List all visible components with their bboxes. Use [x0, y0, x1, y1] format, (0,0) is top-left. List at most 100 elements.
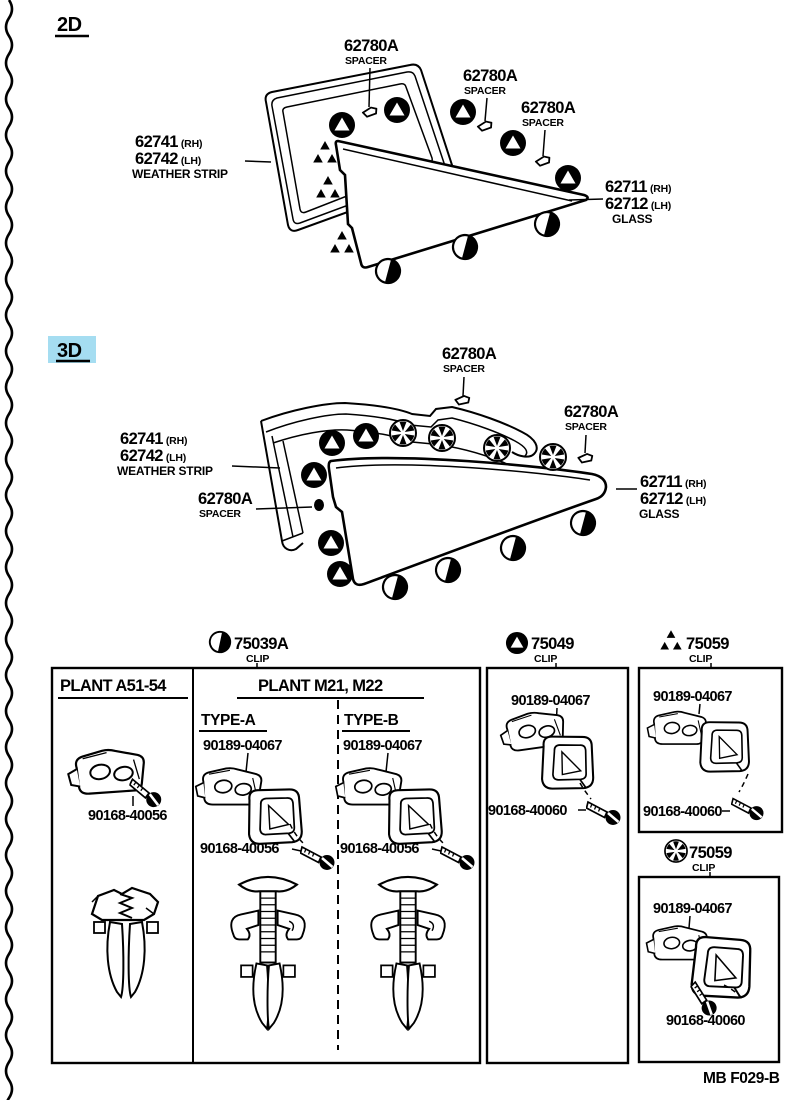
- part-number: 62712(LH): [605, 195, 671, 213]
- clip-part-art: [537, 731, 599, 794]
- part-number: 90168-40056: [200, 841, 279, 857]
- clip-75059-ast-marker: [664, 839, 688, 863]
- clip-75059-dots-marker: [660, 630, 682, 650]
- footer-code: MB F029-B: [703, 1070, 780, 1087]
- clip-part-art: [385, 785, 446, 848]
- spacer-part: [361, 105, 379, 119]
- part-number: 90168-40060: [643, 804, 722, 820]
- clip-75049-marker: [329, 112, 355, 138]
- part-number: 62742(LH): [135, 150, 201, 168]
- section-2d-heading: 2D: [57, 14, 82, 36]
- clip-part-art: [696, 717, 754, 777]
- part-number: 75059: [689, 844, 732, 862]
- clip-75049-marker: [319, 430, 345, 456]
- leader-line: [231, 465, 281, 469]
- clip-75049-marker: [327, 561, 353, 587]
- clip-75059a-box: [637, 666, 784, 834]
- part-name: SPACER: [565, 421, 607, 433]
- cell-75049: 90189-04067 90168-40060: [488, 693, 622, 827]
- dashed-leader: [738, 773, 749, 793]
- leader-line: [542, 129, 546, 157]
- part-name: SPACER: [345, 55, 387, 67]
- clip-75059-ast-marker: [539, 443, 567, 471]
- cell-75059-dots: 90189-04067 90168-40060: [643, 689, 765, 822]
- clip-75039a-marker: [432, 554, 464, 586]
- part-number: 62780A: [463, 67, 518, 85]
- part-name: WEATHER STRIP: [132, 167, 228, 181]
- part-number: 90189-04067: [343, 738, 422, 754]
- type-b-header: TYPE-B: [344, 712, 399, 729]
- leader-line: [568, 198, 604, 201]
- part-number: 62741(RH): [120, 430, 187, 448]
- glass-3d-drawing: [327, 456, 608, 587]
- dashed-leader: [723, 984, 743, 999]
- main-table-box: [50, 666, 482, 1065]
- screw-part-art: [125, 777, 166, 810]
- plant-m-header: PLANT M21, M22: [258, 677, 383, 695]
- clip-75049-marker: [555, 165, 581, 191]
- clip-75049-marker: [505, 631, 529, 655]
- part-number: 75049: [531, 635, 574, 653]
- clip-75059-dots-marker: [330, 231, 354, 253]
- part-number: 62711(RH): [640, 473, 706, 491]
- spacer-part: [454, 394, 471, 406]
- spacer-label-3d-top: 62780A SPACER: [442, 345, 497, 375]
- part-number: 90168-40056: [340, 841, 419, 857]
- part-name: SPACER: [464, 85, 506, 97]
- part-name: SPACER: [199, 508, 241, 520]
- leader-line: [255, 506, 313, 510]
- leader-line: [291, 848, 302, 852]
- part-number: 62780A: [521, 99, 576, 117]
- part-number: 62780A: [344, 37, 399, 55]
- pin-part-art: [90, 886, 160, 999]
- clip-75039a-marker: [497, 532, 529, 564]
- spacer-part: [476, 119, 494, 133]
- clip-75049-marker: [353, 423, 379, 449]
- part-number: 62741(RH): [135, 133, 202, 151]
- leader-line: [244, 160, 272, 163]
- spacer-part: [577, 452, 594, 464]
- glass-label-2d: 62711(RH) 62712(LH) GLASS: [605, 178, 672, 226]
- legend-75059-ast: 75059 CLIP: [664, 839, 733, 878]
- part-name: CLIP: [246, 653, 269, 665]
- clip-75049-marker: [500, 130, 526, 156]
- type-a-header: TYPE-A: [201, 712, 256, 729]
- screw-part-art: [300, 845, 336, 872]
- part-name: GLASS: [639, 507, 680, 521]
- plant-a-header: PLANT A51-54: [60, 677, 167, 695]
- cell-type-a: 90189-04067 90168-40056: [194, 738, 336, 1030]
- clip-75049-marker: [301, 462, 327, 488]
- part-name: WEATHER STRIP: [117, 464, 213, 478]
- pin-part-art: [230, 875, 306, 1030]
- spacer-part: [314, 499, 324, 511]
- leader-line: [462, 376, 465, 397]
- part-number: 62742(LH): [120, 447, 186, 465]
- pin-part-art: [370, 875, 446, 1030]
- part-number: 90168-40060: [488, 803, 567, 819]
- clip-part-art: [245, 785, 306, 848]
- part-number: 62711(RH): [605, 178, 671, 196]
- legend-75039a: 75039A CLIP: [206, 628, 289, 669]
- leader-line: [245, 752, 249, 773]
- section-3d-highlight: [48, 336, 96, 363]
- leader-line: [385, 752, 389, 773]
- cell-type-b: 90189-04067 90168-40056: [334, 738, 476, 1030]
- part-number: 90168-40060: [666, 1013, 745, 1029]
- spacer-label-3d-right: 62780A SPACER: [564, 403, 619, 433]
- dashed-leader: [429, 823, 444, 844]
- weather-strip-label-3d: 62741(RH) 62742(LH) WEATHER STRIP: [117, 430, 213, 478]
- part-number: 90168-40056: [88, 808, 167, 824]
- part-name: CLIP: [692, 862, 715, 874]
- leader-line: [698, 703, 701, 715]
- clip-75039a-marker: [206, 628, 234, 656]
- clip-75059-dots-marker: [313, 141, 337, 163]
- clip-75049-marker: [318, 530, 344, 556]
- leader-line: [484, 97, 488, 122]
- screw-part-art: [731, 797, 765, 822]
- part-number: 75059: [686, 635, 729, 653]
- part-name: SPACER: [522, 117, 564, 129]
- clip-75059-ast-marker: [389, 419, 417, 447]
- clip-75049-box: [485, 666, 630, 1065]
